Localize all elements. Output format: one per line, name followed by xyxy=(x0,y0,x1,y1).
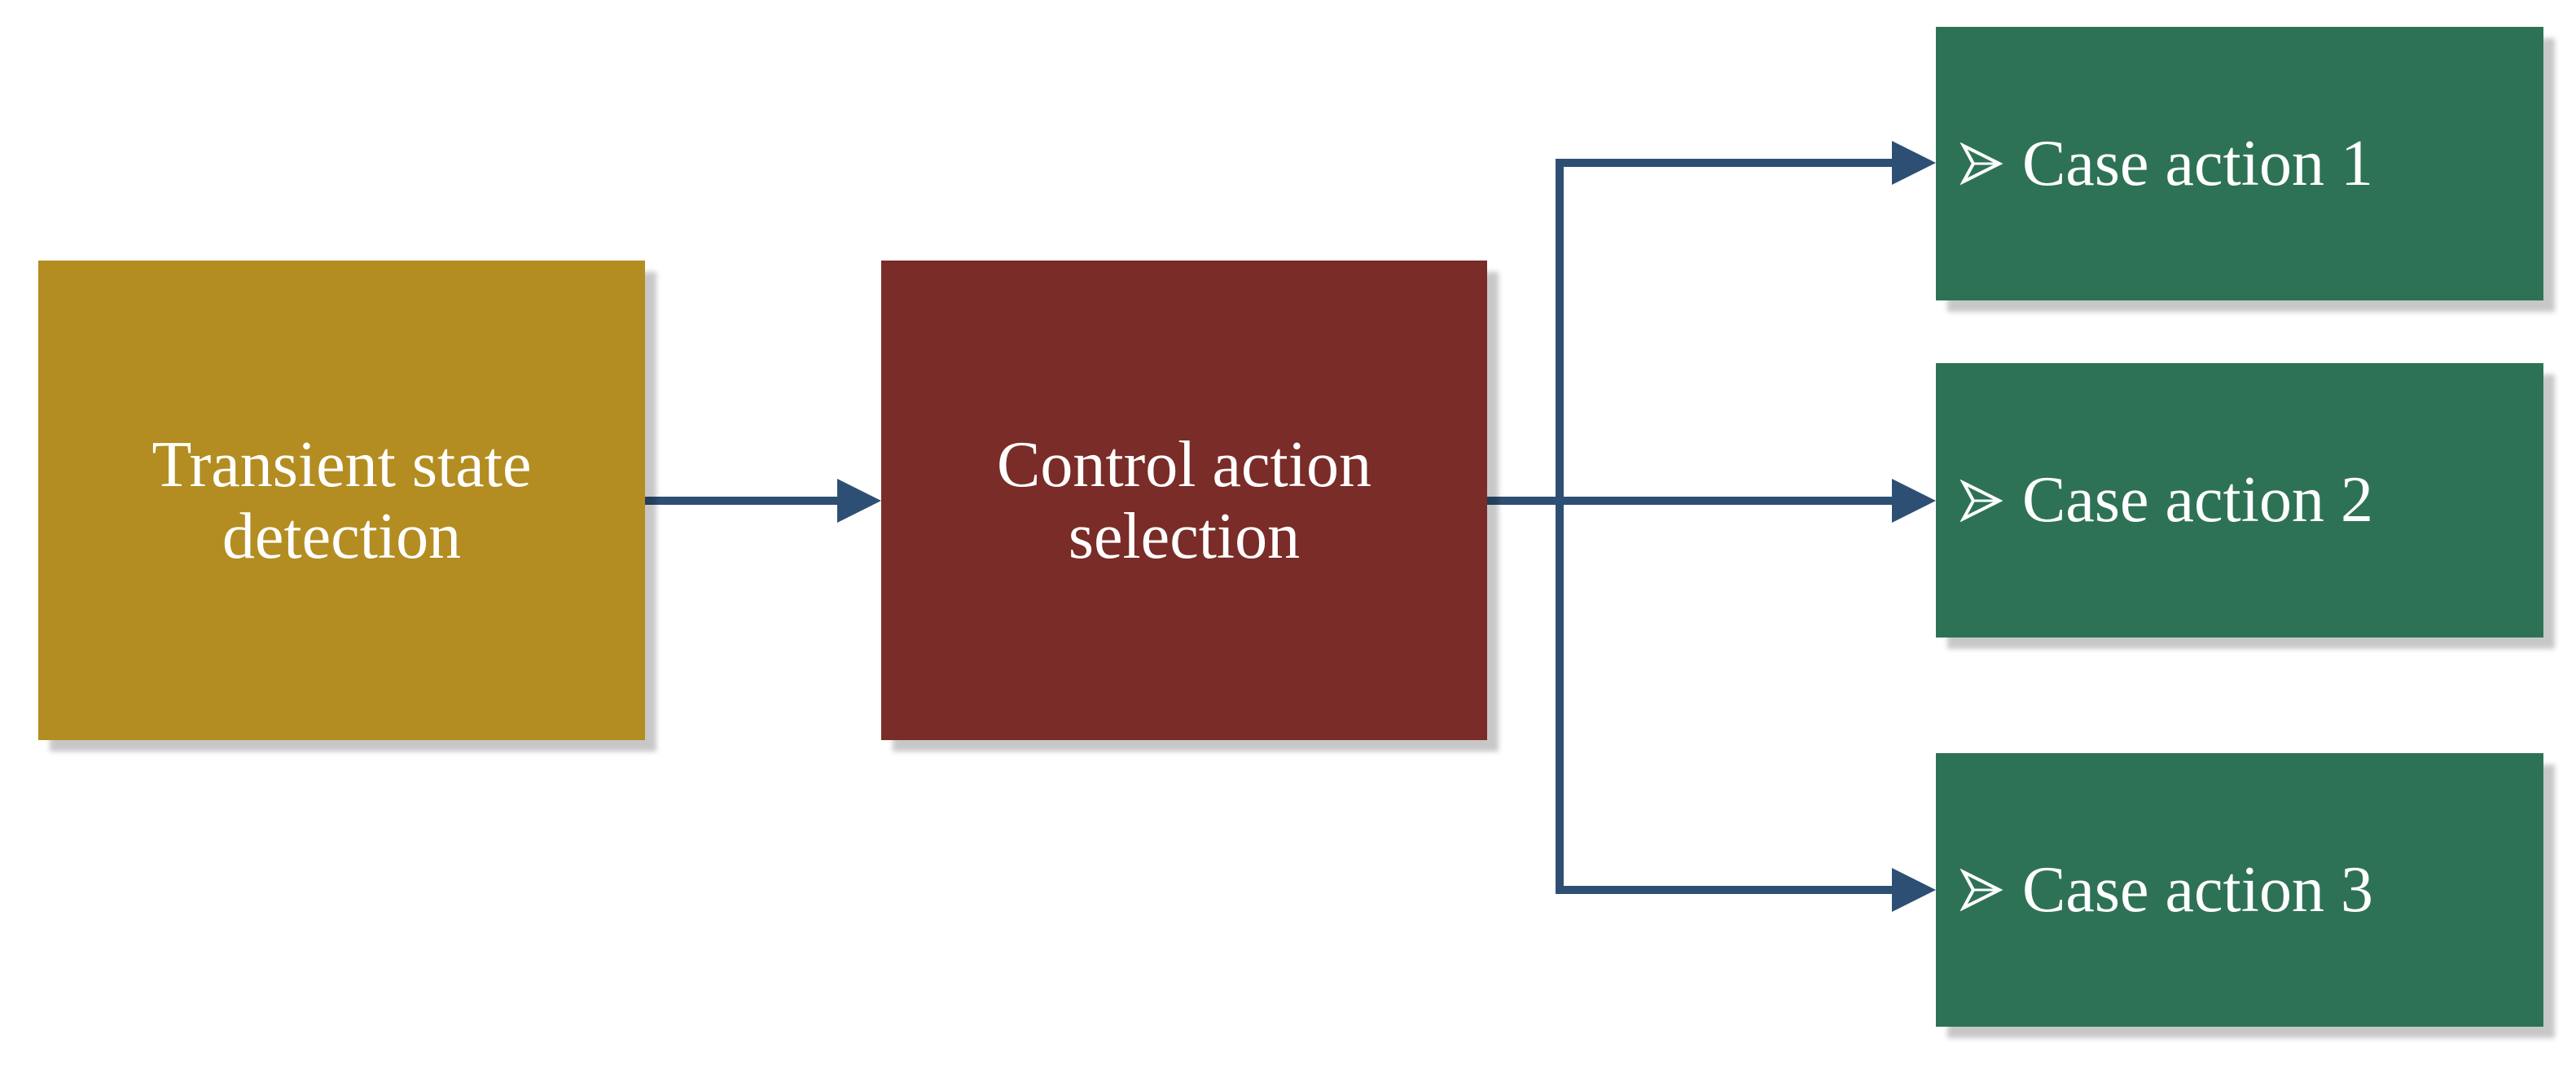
arrow-bullet-icon xyxy=(1960,869,2003,911)
edge-selection-to-case-3 xyxy=(1556,501,1898,894)
arrowhead-to-case-1 xyxy=(1892,141,1936,185)
arrow-bullet-icon xyxy=(1960,479,2003,522)
arrowhead-to-selection xyxy=(837,479,881,523)
arrow-bullet-icon xyxy=(1960,142,2003,185)
case-action-2-item: Case action 2 xyxy=(1960,463,2373,537)
case-action-3-box: Case action 3 xyxy=(1936,753,2543,1027)
case-action-2-label: Case action 2 xyxy=(2022,464,2373,536)
case-action-1-label: Case action 1 xyxy=(2022,127,2373,199)
transient-state-detection-label: Transient state detection xyxy=(151,428,532,572)
case-action-1-item: Case action 1 xyxy=(1960,127,2373,201)
control-action-selection-box: Control action selection xyxy=(881,261,1487,740)
transient-state-detection-box: Transient state detection xyxy=(38,261,645,740)
arrowhead-to-case-2 xyxy=(1892,479,1936,523)
arrowhead-to-case-3 xyxy=(1892,868,1936,912)
case-action-3-item: Case action 3 xyxy=(1960,853,2373,927)
case-action-1-box: Case action 1 xyxy=(1936,27,2543,300)
case-action-2-box: Case action 2 xyxy=(1936,363,2543,638)
control-action-selection-label: Control action selection xyxy=(997,428,1371,572)
case-action-3-label: Case action 3 xyxy=(2022,853,2373,926)
edge-selection-to-case-1 xyxy=(1556,159,1898,501)
